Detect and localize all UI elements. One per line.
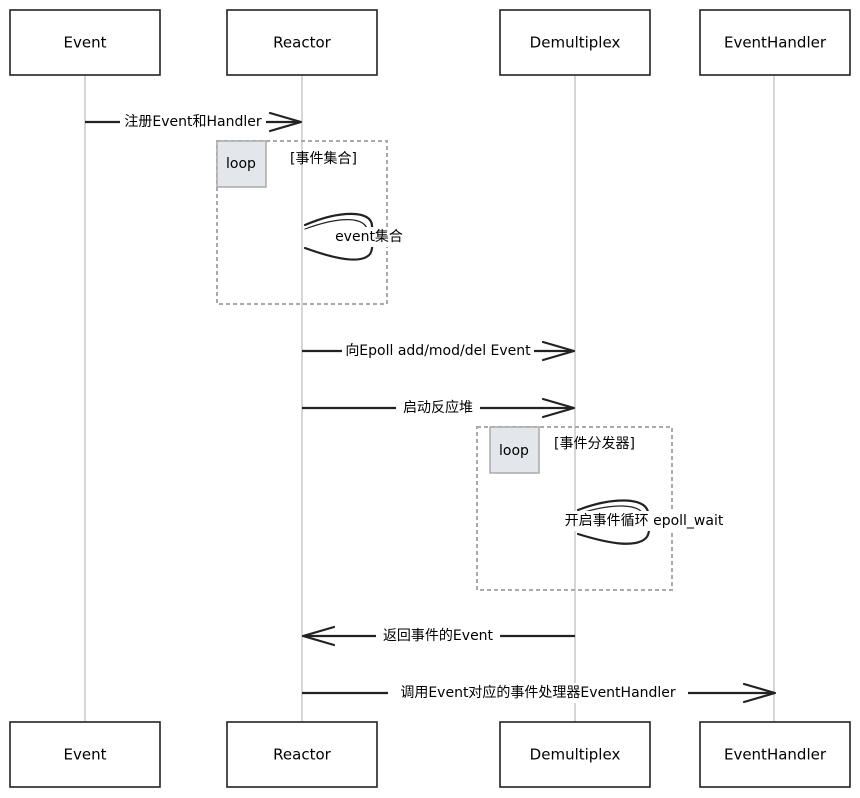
loop-tag [489,426,540,474]
arrow-head [541,397,576,419]
message-label: 启动反应堆 [403,399,473,416]
message-label: 返回事件的Event [383,628,494,644]
participant-reactor-bottom: Reactor [226,721,378,788]
participant-event-top: Event [9,9,161,76]
participant-event-bottom: Event [9,721,161,788]
participant-eventhandler-bottom: EventHandler [699,721,851,788]
message-label: event集合 [335,228,403,245]
participant-reactor-top: Reactor [226,9,378,76]
message-label: 开启事件循环 epoll_wait [565,513,724,529]
arrow-head [301,625,336,647]
participant-label: Reactor [273,34,331,52]
loop-tag-label: loop [226,156,256,172]
loop-frame-event-set: loop [事件集合] [216,140,388,305]
message-label: 注册Event和Handler [124,114,261,130]
loop-frame-dispatcher: loop [事件分发器] [476,426,673,591]
participant-label: Demultiplex [530,746,621,764]
message-call-handler: 调用Event对应的事件处理器EventHandler [302,682,777,704]
loop-condition: [事件集合] [290,150,357,167]
message-self-epoll-wait: 开启事件循环 epoll_wait [556,499,732,545]
loop-condition: [事件分发器] [554,436,635,452]
participant-label: Demultiplex [530,34,621,52]
participant-eventhandler-top: EventHandler [699,9,851,76]
participant-label: Reactor [273,746,331,764]
message-register: 注册Event和Handler [85,111,303,133]
message-label: 调用Event对应的事件处理器EventHandler [400,684,676,701]
arrow-head [742,682,777,704]
message-return-event: 返回事件的Event [301,625,575,647]
arrow-head [268,111,303,133]
loop-tag [216,140,267,188]
participant-label: EventHandler [724,746,827,764]
participant-demultiplex-bottom: Demultiplex [499,721,651,788]
participant-label: Event [64,746,107,764]
participant-demultiplex-top: Demultiplex [499,9,651,76]
message-start-reactor: 启动反应堆 [302,397,576,419]
participant-label: EventHandler [724,34,827,52]
message-label: 向Epoll add/mod/del Event [345,343,531,359]
message-epoll-ctl: 向Epoll add/mod/del Event [302,340,576,362]
arrow-head [541,340,576,362]
loop-tag-label: loop [499,443,529,459]
message-self-event-set: event集合 [303,212,405,261]
participant-label: Event [64,34,107,52]
